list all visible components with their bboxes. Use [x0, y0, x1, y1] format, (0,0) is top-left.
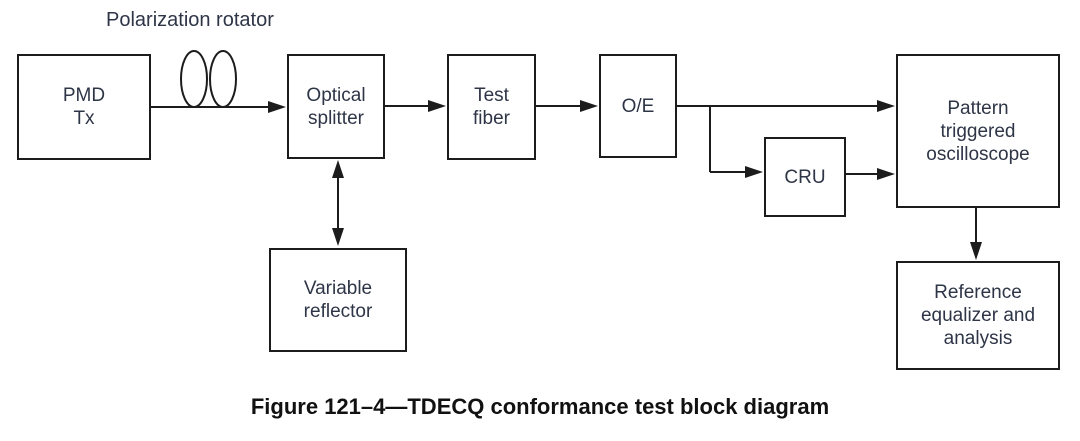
pattern-triggered-oscilloscope-box: Pattern triggered oscilloscope	[896, 54, 1060, 208]
arrowhead-up-into-splitter	[332, 160, 344, 178]
polarization-rotator-label: Polarization rotator	[106, 9, 274, 31]
arrowhead-into-cru	[745, 166, 763, 178]
figure-caption: Figure 121–4—TDECQ conformance test bloc…	[250, 394, 830, 419]
test-fiber-box: Test fiber	[447, 54, 536, 160]
arrowhead-into-fiber	[428, 100, 446, 112]
arrowhead-down-into-reflector	[332, 228, 344, 246]
arrowhead-into-oe	[580, 100, 598, 112]
pmd-tx-box: PMD Tx	[17, 54, 151, 160]
variable-reflector-box: Variable reflector	[269, 248, 407, 352]
oe-box: O/E	[599, 54, 677, 158]
arrowhead-into-splitter	[268, 101, 286, 113]
optical-splitter-box: Optical splitter	[287, 54, 385, 159]
arrowhead-into-oscilloscope-bottom	[877, 168, 895, 180]
reference-equalizer-box: Reference equalizer and analysis	[896, 261, 1060, 370]
cru-box: CRU	[764, 137, 846, 217]
arrowhead-into-oscilloscope-top	[877, 100, 895, 112]
polarization-rotator-loops-icon	[180, 50, 237, 108]
arrowhead-into-reference	[970, 242, 982, 260]
